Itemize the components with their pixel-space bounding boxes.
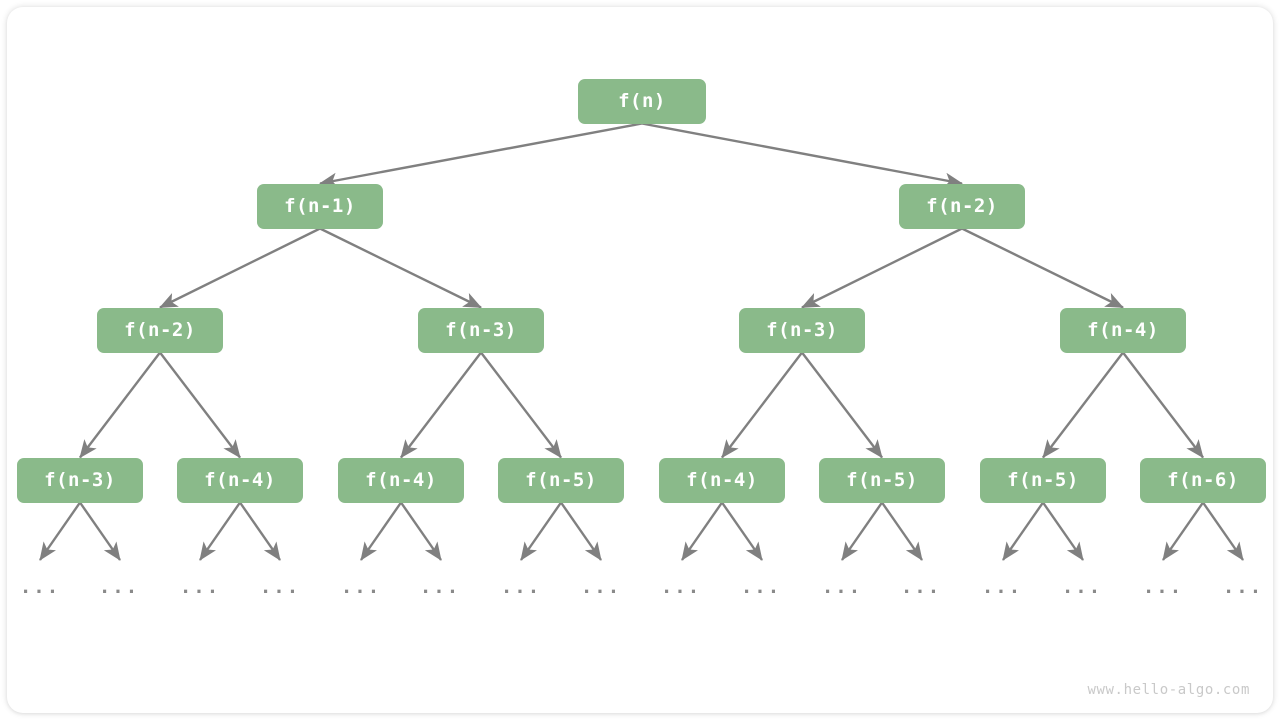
tree-node: f(n-1) (257, 183, 383, 229)
tree-node: f(n-2) (97, 307, 223, 353)
tree-node: f(n-5) (980, 457, 1106, 503)
tree-node: f(n-4) (177, 457, 303, 503)
tree-node-label: f(n-3) (766, 319, 838, 341)
ellipsis-label: ... (900, 576, 942, 598)
tree-node: f(n-3) (418, 307, 544, 353)
tree-node: f(n-4) (1060, 307, 1186, 353)
tree-node: f(n-5) (819, 457, 945, 503)
tree-node-label: f(n-1) (284, 195, 356, 217)
ellipsis-label: ... (981, 576, 1023, 598)
tree-node: f(n-4) (659, 457, 785, 503)
ellipsis-label: ... (1061, 576, 1103, 598)
ellipsis-label: ... (1222, 576, 1264, 598)
tree-node: f(n-3) (739, 307, 865, 353)
tree-node-label: f(n) (618, 90, 666, 112)
tree-node-label: f(n-6) (1167, 469, 1239, 491)
watermark: www.hello-algo.com (1087, 682, 1250, 698)
ellipsis-label: ... (740, 576, 782, 598)
ellipsis-label: ... (179, 576, 221, 598)
ellipsis-label: ... (340, 576, 382, 598)
ellipsis-label: ... (1142, 576, 1184, 598)
ellipsis-label: ... (98, 576, 140, 598)
tree-node: f(n-2) (899, 183, 1025, 229)
ellipsis-label: ... (660, 576, 702, 598)
tree-node-label: f(n-5) (1007, 469, 1079, 491)
tree-node-label: f(n-4) (204, 469, 276, 491)
tree-node-label: f(n-2) (124, 319, 196, 341)
tree-node-label: f(n-4) (1087, 319, 1159, 341)
tree-node: f(n-4) (338, 457, 464, 503)
tree-node: f(n-5) (498, 457, 624, 503)
tree-node-label: f(n-4) (365, 469, 437, 491)
ellipsis-label: ... (500, 576, 542, 598)
ellipsis-label: ... (580, 576, 622, 598)
tree-node-label: f(n-3) (44, 469, 116, 491)
tree-node-label: f(n-3) (445, 319, 517, 341)
ellipsis-label: ... (419, 576, 461, 598)
tree-node: f(n) (578, 78, 706, 124)
tree-node-label: f(n-2) (926, 195, 998, 217)
tree-node-label: f(n-4) (686, 469, 758, 491)
ellipsis-label: ... (259, 576, 301, 598)
ellipsis-label: ... (821, 576, 863, 598)
tree-node: f(n-6) (1140, 457, 1266, 503)
tree-node: f(n-3) (17, 457, 143, 503)
tree-node-label: f(n-5) (846, 469, 918, 491)
ellipsis-label: ... (19, 576, 61, 598)
tree-node-label: f(n-5) (525, 469, 597, 491)
